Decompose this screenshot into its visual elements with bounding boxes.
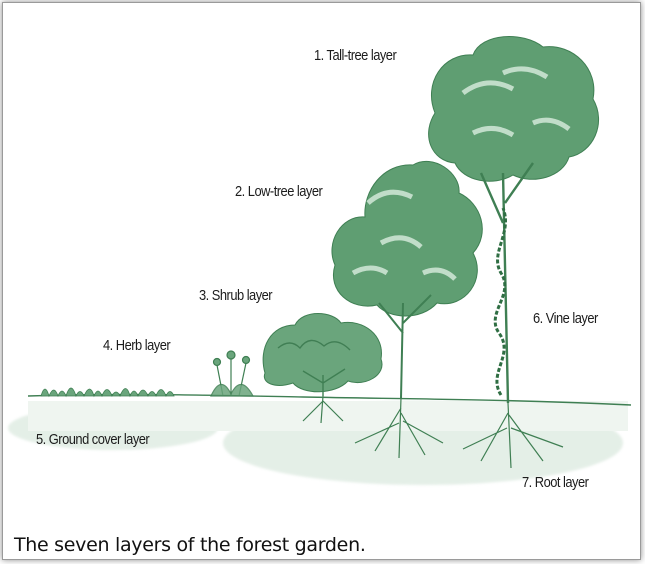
label-tall-tree-layer: 1. Tall-tree layer [314, 47, 396, 64]
herb-plant [211, 351, 253, 396]
label-shrub-layer: 3. Shrub layer [199, 287, 272, 304]
label-low-tree-layer: 2. Low-tree layer [235, 183, 322, 200]
label-herb-layer: 4. Herb layer [103, 337, 170, 354]
label-vine-layer: 6. Vine layer [533, 310, 598, 327]
shrub-plant [263, 314, 382, 397]
label-ground-cover-layer: 5. Ground cover layer [36, 431, 149, 448]
label-root-layer: 7. Root layer [522, 474, 588, 491]
ground-cover-plants [41, 388, 174, 396]
figure-caption: The seven layers of the forest garden. [14, 534, 366, 556]
